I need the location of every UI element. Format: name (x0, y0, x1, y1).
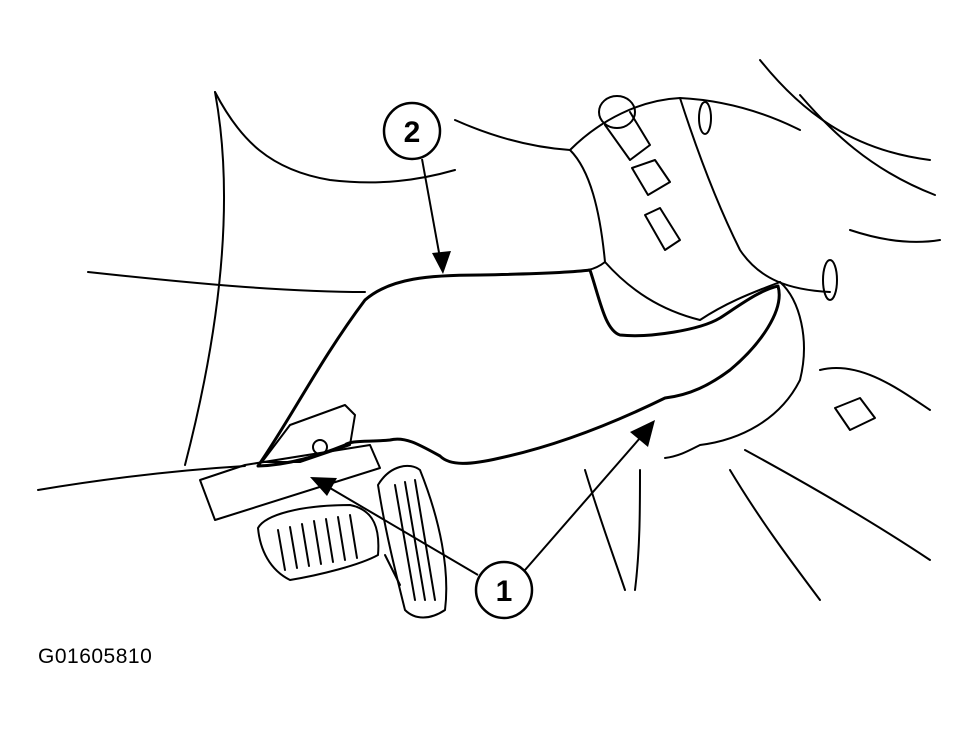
accelerator-ribs (394, 479, 436, 601)
lever-knob (598, 95, 636, 129)
callout-1-circle (474, 560, 534, 620)
floor-right (744, 449, 931, 561)
lever-stem (604, 111, 651, 161)
vent-slot-2 (822, 259, 838, 301)
callout-2-label: 2 (404, 116, 421, 149)
callout-2: 2 (382, 101, 451, 274)
brake-pedal-ribs (277, 514, 358, 571)
lever-bracket (631, 159, 671, 196)
steering-column-shroud (454, 119, 606, 273)
knee-bolster (664, 281, 805, 459)
floor-line-left (87, 271, 366, 293)
accelerator-pedal (377, 464, 448, 619)
callout-2-circle (382, 101, 442, 161)
figure-code: G01605810 (38, 645, 153, 668)
floor-line-bottom (37, 465, 246, 491)
callout-2-leader (421, 158, 441, 259)
column-right (679, 97, 831, 293)
dash-right-lower (849, 229, 941, 243)
console-line (584, 469, 626, 591)
callout-1-leader-left (329, 487, 479, 576)
brake-pedal-arm (199, 444, 381, 521)
knee-bolster-inner (819, 367, 931, 411)
column-side (604, 261, 781, 321)
callout-2-arrowhead (432, 251, 451, 274)
console-line-2 (634, 469, 641, 591)
knee-protector-cover (256, 268, 781, 468)
dash-contour-upper (214, 91, 456, 184)
dash-right-upper (759, 59, 931, 161)
stalk (644, 207, 681, 251)
cover-clip (261, 404, 356, 463)
floor-right-2 (729, 469, 821, 601)
pedal-link (384, 554, 401, 586)
callout-1: 1 (310, 420, 655, 620)
bracket (834, 397, 876, 431)
brake-pedal-pad (257, 504, 380, 581)
callout-1-arrowhead-right (630, 420, 655, 447)
vent-slot-1 (698, 101, 712, 135)
dash-right-mid (799, 94, 936, 196)
callout-1-label: 1 (496, 575, 513, 608)
callout-1-arrowhead-left (310, 477, 337, 496)
callout-1-leader-right (524, 437, 641, 571)
dash-contour-left (184, 91, 225, 466)
